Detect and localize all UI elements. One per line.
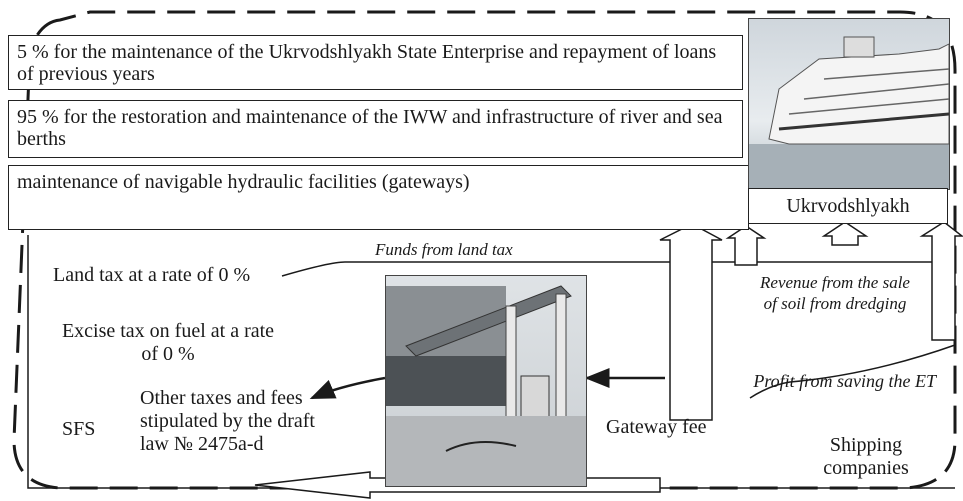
profit-et-label: Profit from saving the ET: [753, 371, 936, 391]
land-tax-label: Land tax at a rate of 0 %: [53, 264, 251, 286]
ukrvodshlyakh-box: Ukrvodshlyakh: [748, 188, 948, 224]
gateway-fee-label: Gateway fee: [606, 416, 707, 438]
profit-connector: [749, 344, 956, 399]
restoration-95-box: 95 % for the restoration and maintenance…: [8, 100, 743, 158]
excise-tax-label: Excise tax on fuel at a rate of 0 %: [61, 320, 275, 365]
revenue-soil-label: Revenue from the sale of soil from dredg…: [760, 273, 910, 313]
funds-land-tax-label: Funds from land tax: [375, 240, 513, 259]
ukrvodshlyakh-label: Ukrvodshlyakh: [786, 195, 910, 217]
cruise-ship-photo: [748, 18, 950, 190]
sfs-label: SFS: [62, 418, 96, 440]
shipping-companies-label: Shipping companies: [823, 434, 909, 479]
land-tax-connector: [281, 261, 955, 277]
fuel-station-photo: [385, 275, 587, 487]
funds-up-arrow: [821, 221, 869, 246]
maintenance-5-text: 5 % for the maintenance of the Ukrvodshl…: [17, 41, 717, 85]
gateways-box: maintenance of navigable hydraulic facil…: [8, 165, 749, 230]
maintenance-5-box: 5 % for the maintenance of the Ukrvodshl…: [8, 35, 743, 90]
profit-up-arrow: [919, 221, 963, 341]
other-taxes-label: Other taxes and fees stipulated by the d…: [140, 387, 315, 455]
gateways-text: maintenance of navigable hydraulic facil…: [17, 171, 470, 193]
restoration-95-text: 95 % for the restoration and maintenance…: [17, 106, 723, 150]
revenue-up-arrow: [725, 225, 767, 266]
gateway-fee-up-arrow: [659, 223, 723, 421]
photo-to-other-taxes-arrow: [309, 376, 386, 400]
